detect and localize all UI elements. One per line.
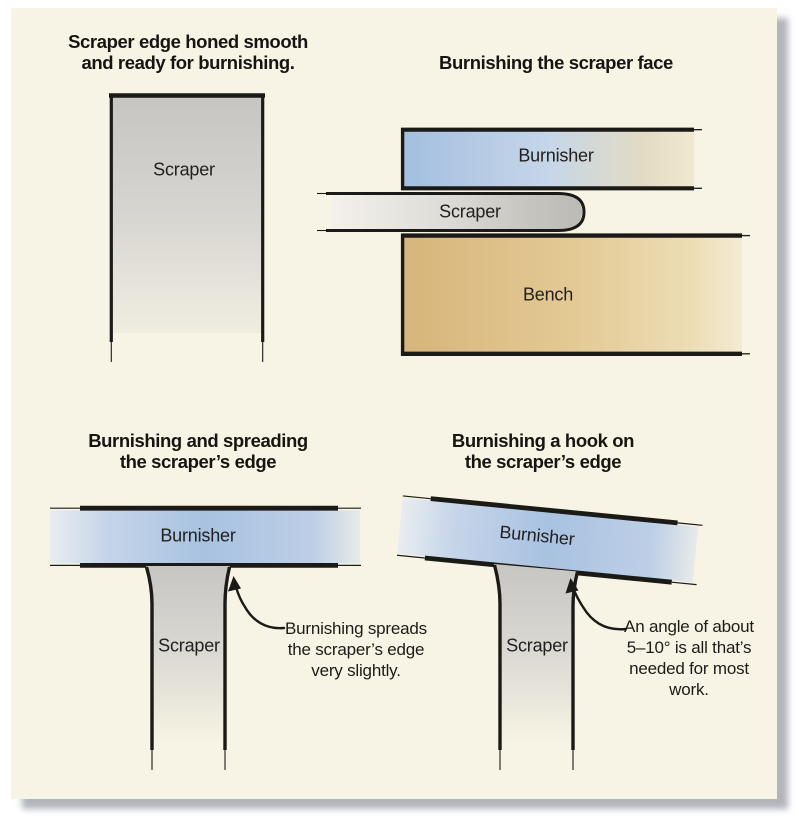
burnisher-bottom-edge-left-tip [396,554,425,559]
angle-note-line2: 5–10° is all that’s [626,638,752,657]
bench-label: Bench [522,284,574,305]
spread-note: Burnishing spreads the scraper’s edge ve… [285,618,427,681]
spread-burnisher-label: Burnisher [160,525,236,546]
burnisher-body [403,131,694,187]
honed-scraper-label: Scraper [153,159,215,180]
scraper-column-body [146,566,230,744]
bench-body [403,237,742,352]
angle-callout-arrow [572,587,628,631]
spread-callout-arrow [234,585,286,630]
honed-scraper-shape [109,93,265,362]
angle-arrowhead [565,578,579,594]
top-right-title-line1: Burnishing the scraper face [439,52,673,73]
bottom-left-title: Burnishing and spreading the scraper’s e… [88,430,308,472]
burnisher-body [397,497,699,583]
bottom-left-title-line2: the scraper’s edge [119,451,277,472]
bottom-right-title-line1: Burnishing a hook on [451,430,635,451]
angle-note: An angle of about 5–10° is all that’s ne… [624,616,754,700]
burnisher-top-edge-right-tip [677,522,703,526]
top-left-title: Scraper edge honed smooth and ready for … [68,31,308,73]
bottom-right-title: Burnishing a hook on the scraper’s edge [451,430,635,472]
scraper-left-edge [492,564,502,750]
scraper-bar-outline [326,192,586,232]
spread-note-line2: the scraper’s edge [287,640,425,659]
angle-note-line1: An angle of about [624,617,754,636]
spread-scraper-label: Scraper [158,635,220,656]
spread-arrowhead [228,576,241,592]
top-left-title-line1: Scraper edge honed smooth [68,31,308,52]
face-scraper-label: Scraper [439,201,501,222]
angle-note-line3: needed for most [629,659,749,678]
hook-shape [396,495,703,770]
scraper-body [112,96,262,333]
burnisher-top-edge-left-tip [402,495,431,500]
burnisher-top-edge [430,496,678,526]
burnisher-bottom-edge-right-tip [671,581,697,586]
top-left-title-line2: and ready for burnishing. [81,52,295,73]
scraper-left-edge [144,566,154,750]
spread-note-line1: Burnishing spreads [285,619,427,638]
top-right-title: Burnishing the scraper face [439,52,673,73]
scraper-right-edge [223,566,232,750]
spread-note-line3: very slightly. [311,661,401,680]
bottom-left-title-line1: Burnishing and spreading [88,430,308,451]
burnisher-body [50,510,360,564]
angle-note-line4: work. [669,680,709,699]
face-burnisher-label: Burnisher [518,145,594,166]
hook-scraper-label: Scraper [506,635,568,656]
bottom-right-title-line2: the scraper’s edge [464,451,622,472]
scraper-column-body [494,564,578,744]
spreading-shape [50,505,361,770]
scraper-bar-body [332,195,582,229]
face-burnishing-shape [317,127,750,356]
